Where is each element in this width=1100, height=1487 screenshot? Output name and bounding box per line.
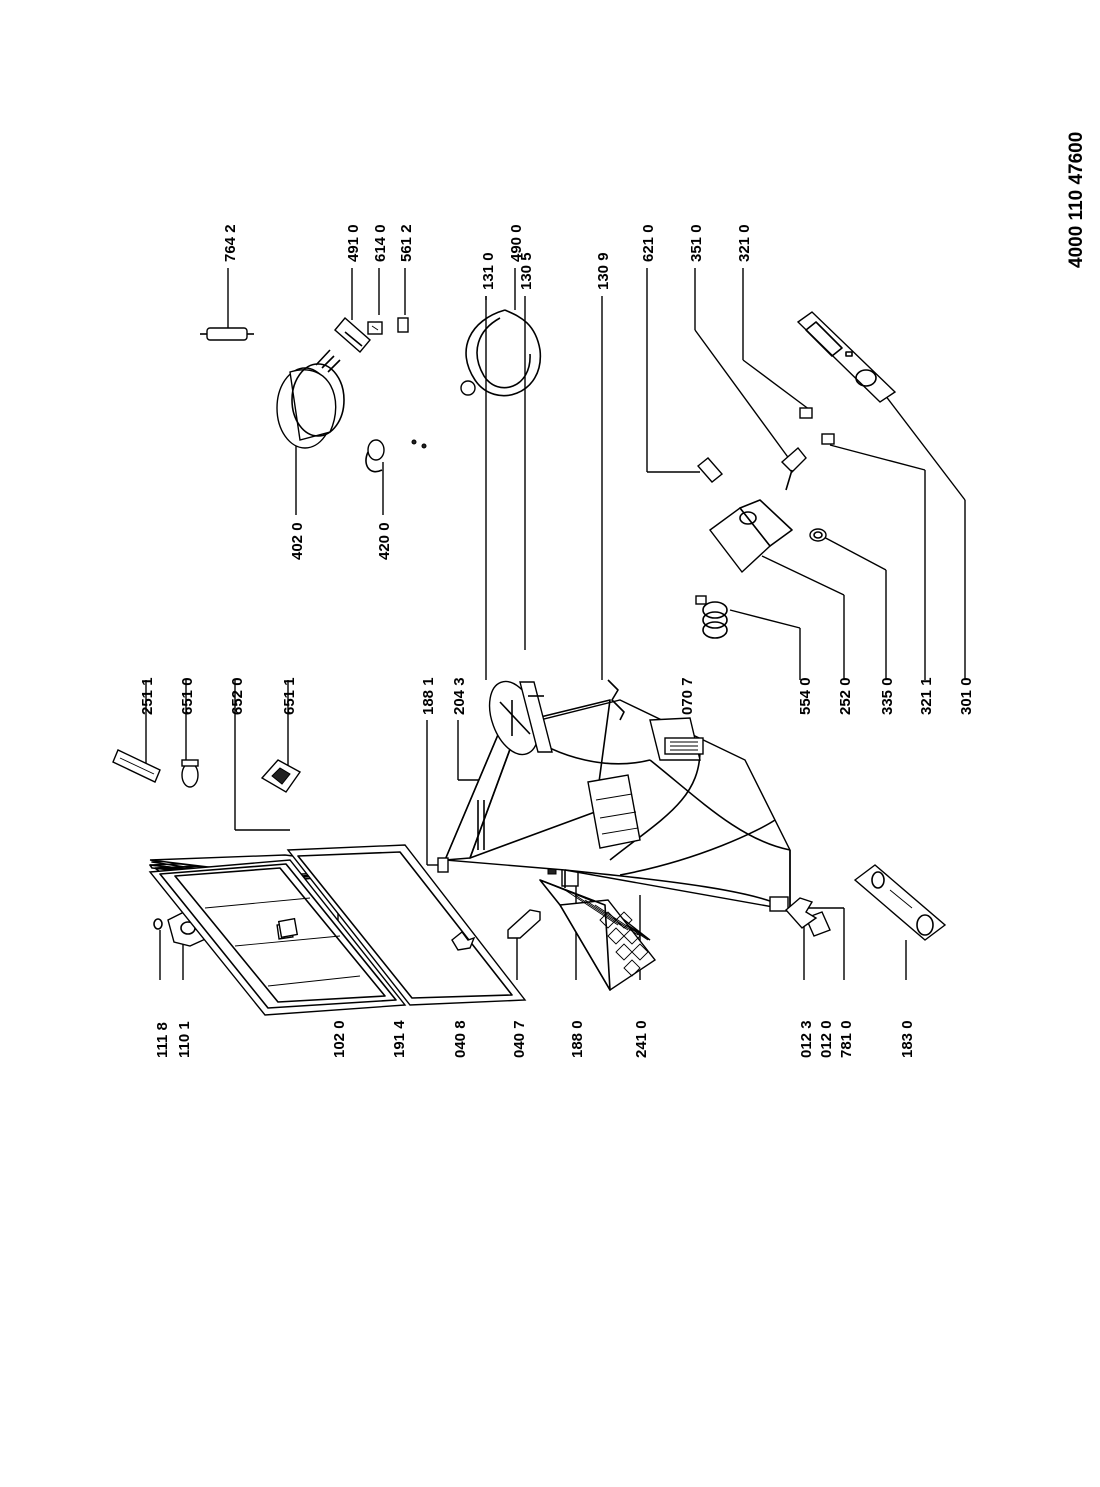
part-terminal-box-4910 xyxy=(334,316,371,354)
part-coil-5540 xyxy=(695,595,728,639)
part-clip-1118 xyxy=(153,918,163,930)
part-label-4910: 491 0 xyxy=(345,224,362,262)
part-control-panel-3010 xyxy=(796,311,897,403)
part-hinge-cover-0407 xyxy=(507,909,541,939)
part-label-1880: 188 0 xyxy=(569,1020,586,1058)
part-label-0407: 040 7 xyxy=(511,1020,528,1058)
part-bracket-1305 xyxy=(519,681,553,753)
part-gasket-1914 xyxy=(286,844,527,1006)
part-label-5540: 554 0 xyxy=(797,677,814,715)
part-label-1830: 183 0 xyxy=(899,1020,916,1058)
part-basket-2410 xyxy=(539,879,657,991)
part-label-1020: 102 0 xyxy=(331,1020,348,1058)
document-number: 4000 110 47600 xyxy=(1066,132,1087,268)
part-control-box-2520 xyxy=(709,499,793,574)
part-label-3211: 321 1 xyxy=(918,677,935,715)
part-power-cable-4900 xyxy=(460,309,541,397)
part-switch-6210 xyxy=(696,457,724,483)
part-label-5612: 561 2 xyxy=(398,224,415,262)
part-clip-1309 xyxy=(607,679,625,721)
part-label-0120: 012 0 xyxy=(818,1020,835,1058)
part-label-4900: 490 0 xyxy=(508,224,525,262)
part-label-1305: 130 5 xyxy=(518,252,535,290)
label-group-left: 111 8 110 1 102 0 191 4 040 8 040 7 188 … xyxy=(154,1020,916,1058)
part-dryer-7642 xyxy=(200,327,254,341)
part-small-3211 xyxy=(821,433,835,445)
part-label-0123: 012 3 xyxy=(798,1020,815,1058)
part-label-2511: 251 1 xyxy=(139,677,156,715)
part-label-6210: 621 0 xyxy=(640,224,657,262)
part-label-3210: 321 0 xyxy=(736,224,753,262)
part-label-7642: 764 2 xyxy=(222,224,239,262)
part-bulb-6510 xyxy=(181,759,199,788)
part-label-2410: 241 0 xyxy=(633,1020,650,1058)
part-fuse-5612 xyxy=(397,317,409,333)
label-group-middle: 251 1 651 0 652 0 651 1 188 1 204 3 131 … xyxy=(139,252,975,715)
part-label-6510: 651 0 xyxy=(179,677,196,715)
label-group-right: 402 0 420 0 764 2 491 0 614 0 561 2 490 … xyxy=(222,224,753,560)
part-label-3510: 351 0 xyxy=(688,224,705,262)
part-grille-0707 xyxy=(664,737,704,755)
part-label-6140: 614 0 xyxy=(372,224,389,262)
part-label-4020: 402 0 xyxy=(289,522,306,560)
part-hinge-1881 xyxy=(437,857,449,873)
part-cover-2511 xyxy=(112,749,161,783)
part-label-6520: 652 0 xyxy=(229,677,246,715)
part-relay-4200 xyxy=(365,439,427,473)
part-compressor-4020 xyxy=(276,349,345,449)
part-label-1310: 131 0 xyxy=(480,252,497,290)
part-lamp-holder-6511 xyxy=(260,759,302,793)
part-label-2520: 252 0 xyxy=(837,677,854,715)
part-label-1881: 188 1 xyxy=(420,677,437,715)
part-label-3350: 335 0 xyxy=(879,677,896,715)
part-small-3210 xyxy=(799,407,813,419)
part-lamp-cover-6520 xyxy=(277,917,299,939)
part-label-7810: 781 0 xyxy=(838,1020,855,1058)
part-block-6140 xyxy=(367,321,383,335)
part-hinge-clip-0408 xyxy=(451,931,476,951)
part-label-0408: 040 8 xyxy=(452,1020,469,1058)
part-label-1101: 110 1 xyxy=(176,1021,193,1058)
part-label-6511: 651 1 xyxy=(281,677,298,715)
part-label-1914: 191 4 xyxy=(391,1020,408,1058)
part-label-4200: 420 0 xyxy=(376,522,393,560)
part-probe-3510 xyxy=(780,446,807,491)
part-divider-2043 xyxy=(587,774,641,849)
part-label-1309: 130 9 xyxy=(595,252,612,290)
part-label-1118: 111 8 xyxy=(154,1022,171,1058)
part-label-0707: 070 7 xyxy=(679,677,696,715)
part-bracket-0123 xyxy=(785,897,818,929)
part-label-2043: 204 3 xyxy=(451,677,468,715)
part-label-3010: 301 0 xyxy=(958,677,975,715)
part-knob-3350 xyxy=(809,528,827,542)
part-base-1830 xyxy=(853,864,947,941)
